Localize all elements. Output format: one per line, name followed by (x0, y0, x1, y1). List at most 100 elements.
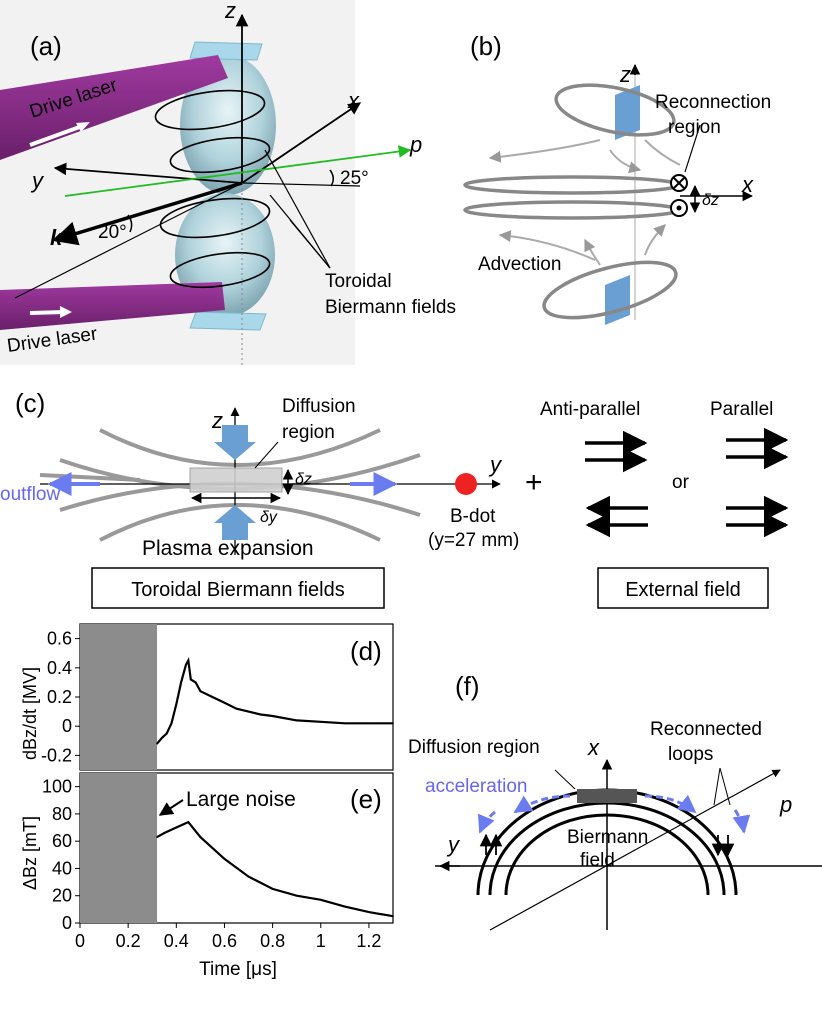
data-point (187, 659, 190, 662)
angle-p-label: 25° (340, 168, 369, 189)
reconnected-callout-1 (713, 767, 721, 806)
data-point (247, 875, 250, 878)
dot-mark (676, 205, 682, 211)
data-point (165, 732, 168, 735)
p-vector (64, 145, 412, 197)
diffusion-region-box (189, 467, 283, 493)
data-point (295, 894, 298, 897)
panel-c-label: (c) (15, 388, 45, 418)
outflow-label: outflow (0, 484, 60, 505)
data-point (156, 836, 158, 838)
acceleration-arrows (477, 794, 751, 834)
series-line (156, 657, 393, 745)
reconnection-label-2: region (668, 117, 721, 138)
y-tick-label: 0.2 (47, 687, 72, 707)
plate-b-bottom (605, 275, 630, 325)
data-point (271, 715, 274, 717)
axis-y-c-label: y (488, 452, 503, 477)
axis-p-a-label: p (409, 132, 422, 157)
x-tick-label: 0.8 (260, 931, 285, 951)
biermann-label-2: field (580, 850, 615, 871)
axis-p-f-label: p (779, 792, 792, 817)
data-point (163, 832, 166, 834)
data-point (161, 737, 163, 739)
diffusion-callout-f (554, 769, 576, 790)
reconnected-label-2: loops (668, 744, 713, 765)
data-point (194, 681, 197, 684)
data-point (392, 722, 394, 725)
chart-d: (d) dBz/dt [MV] -0.200.20.40.6 (20, 623, 394, 771)
data-point (368, 722, 370, 725)
y-tick-label: 60 (52, 831, 72, 851)
x-tick-label: 1.2 (356, 931, 381, 951)
y-tick-label: 20 (52, 886, 72, 906)
chart-e: (e) ΔBz [mT] Time [μs] Large noise 02040… (20, 772, 394, 980)
y-tick-label: 80 (52, 804, 72, 824)
external-field-arrows (585, 427, 789, 538)
target-plate-bottom (189, 311, 267, 331)
reconnected-callout-2 (719, 767, 731, 806)
laser-arrowhead-bottom (60, 306, 72, 318)
data-point (392, 915, 394, 917)
inflow-arrow-bottom (214, 505, 256, 540)
diffusion-label-1: Diffusion (282, 396, 356, 417)
large-noise-arrow (158, 799, 184, 816)
data-point (344, 722, 346, 725)
advection-label: Advection (478, 254, 561, 275)
k-vector (52, 181, 243, 246)
x-tick-label: 0 (75, 931, 85, 951)
y-tick-label: 0 (62, 716, 72, 736)
data-point (319, 721, 322, 723)
panel-b: (b) z x δz Reconnection r (463, 31, 771, 325)
panel-c: (c) z y Diffusion region δz δy outflow B… (0, 388, 789, 609)
laser-arrowhead-top (76, 122, 90, 132)
x-tick-label: 0.6 (212, 931, 237, 951)
angle-k-label: 20° (98, 222, 127, 243)
anti-parallel-label: Anti-parallel (540, 399, 640, 420)
diffusion-callout-line (254, 441, 279, 469)
data-point (259, 713, 262, 716)
reconnection-label-1: Reconnection (655, 92, 771, 113)
axis-y-a-label: y (30, 168, 45, 193)
laser-direction-arrow-bottom (29, 310, 66, 315)
reconnected-label-1: Reconnected (650, 719, 762, 740)
x-tick-label: 0.2 (116, 931, 141, 951)
biermann-label-1: Biermann (567, 827, 648, 848)
angle-arc-p (329, 169, 334, 187)
parallel-label: Parallel (710, 399, 773, 420)
diffusion-region-f (577, 789, 637, 803)
advection-arrows-b (488, 139, 681, 266)
data-point (180, 681, 182, 684)
data-point (187, 821, 190, 823)
loops-b (463, 83, 681, 320)
angle-arc-k (127, 214, 133, 233)
data-point (199, 836, 202, 838)
data-point (185, 664, 187, 666)
data-point (156, 742, 158, 745)
acceleration-label: acceleration (425, 776, 527, 797)
delta-y-label-c: δy (260, 509, 278, 526)
x-tick-label: 1 (316, 931, 326, 951)
data-point (319, 899, 322, 901)
data-point (295, 719, 298, 722)
callout-toroidal: Toroidal (325, 271, 392, 292)
data-point (175, 826, 178, 829)
axis-p-f (489, 769, 781, 931)
data-point (247, 710, 250, 713)
external-field-box-label: External field (625, 579, 741, 601)
callout-biermann-fields: Biermann fields (325, 297, 456, 318)
external-field-box (597, 567, 769, 609)
data-point (199, 690, 202, 692)
plasma-expansion-label: Plasma expansion (142, 537, 314, 560)
reconnection-callout-line (684, 124, 701, 173)
diffusion-label-2: region (282, 422, 335, 443)
data-point (271, 888, 274, 890)
axis-z-b-label: z (619, 62, 631, 87)
laser-direction-arrow-top (29, 123, 86, 147)
y-tick-label: 100 (42, 777, 72, 797)
axis-y-a-extension (241, 182, 361, 187)
data-point (170, 722, 173, 725)
axis-x-f-label: x (587, 735, 600, 760)
data-point (175, 703, 178, 706)
